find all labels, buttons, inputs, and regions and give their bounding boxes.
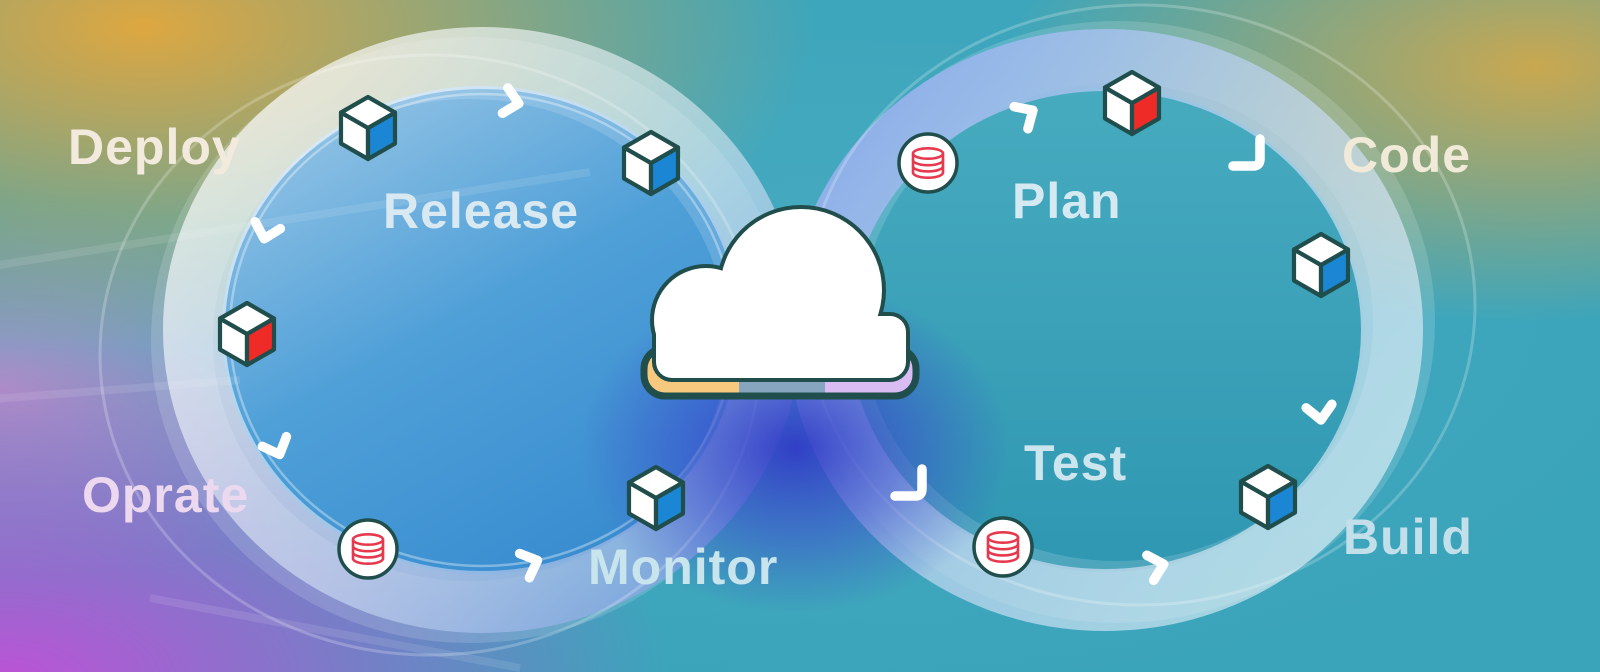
cube-icon xyxy=(341,97,395,159)
cloud-body xyxy=(654,209,906,378)
label-release: Release xyxy=(383,183,580,239)
cube-icon xyxy=(1241,466,1295,528)
label-code: Code xyxy=(1342,127,1471,183)
cube-icon-red xyxy=(1105,72,1159,134)
database-icon xyxy=(972,516,1034,578)
label-operate: Oprate xyxy=(82,467,250,523)
label-deploy: Deploy xyxy=(68,119,241,175)
database-icon xyxy=(337,518,399,580)
database-icon xyxy=(897,132,959,194)
label-plan: Plan xyxy=(1012,173,1122,229)
label-test: Test xyxy=(1024,435,1128,491)
label-build: Build xyxy=(1343,509,1473,565)
cloud-icon xyxy=(640,205,920,400)
label-monitor: Monitor xyxy=(588,539,779,595)
cube-icon xyxy=(1294,234,1348,296)
cube-icon xyxy=(624,132,678,194)
cube-icon-red xyxy=(220,303,274,365)
cube-icon xyxy=(629,467,683,529)
